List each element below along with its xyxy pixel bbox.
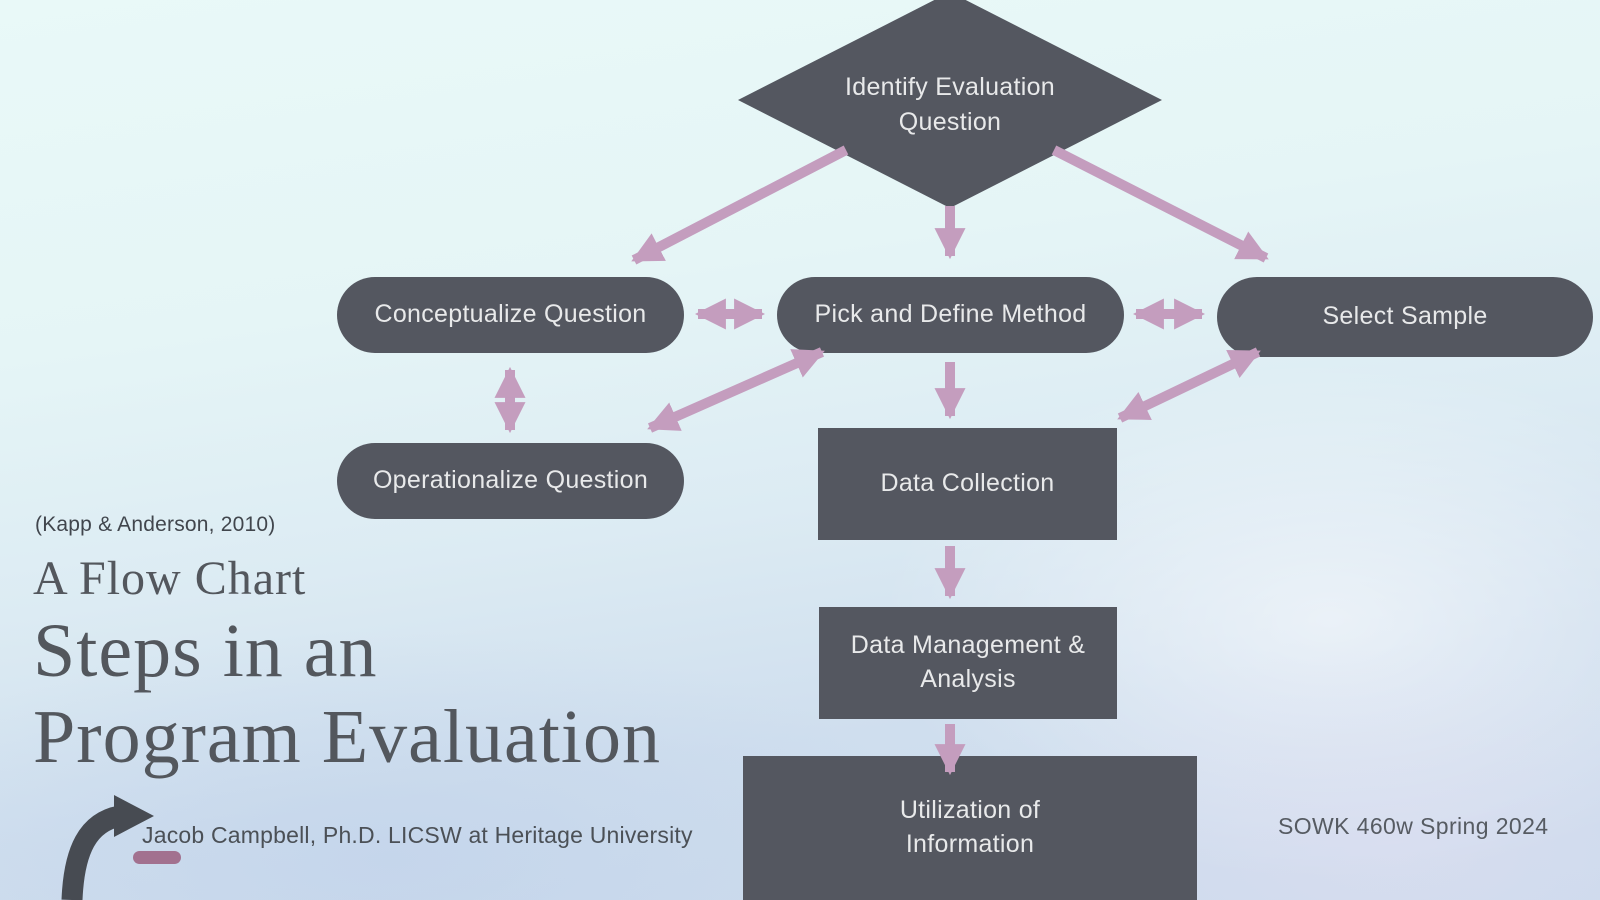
flowchart-node-data-management-analysis: Data Management & Analysis [819,607,1117,719]
slide-subtitle: A Flow Chart [33,552,307,605]
node-label-line2: Information [905,830,1035,858]
node-label: Utilization of Information [900,794,1040,862]
node-label: Select Sample [1322,302,1488,331]
flowchart-node-utilization-of-information: Utilization of Information [743,756,1197,900]
node-label-line2: Question [898,108,1002,136]
edge-identify-to-select [1051,145,1269,263]
curved-arrow-icon [61,795,154,900]
edge-identify-to-conceptualize [631,145,849,265]
node-label-line1: Utilization of [899,796,1041,825]
flowchart-node-data-collection: Data Collection [818,428,1117,540]
node-label: Operationalize Question [372,466,649,495]
flowchart-node-operationalize-question: Operationalize Question [337,443,684,519]
node-label: Data Management & Analysis [851,629,1085,697]
node-label: Conceptualize Question [374,300,647,329]
flowchart-node-conceptualize-question: Conceptualize Question [337,277,684,353]
author-text: Jacob Campbell, Ph.D. LICSW at Heritage … [142,822,693,848]
node-label: Identify Evaluation Question [800,70,1100,140]
node-label-line2: Analysis [920,665,1016,693]
slide-title-line2: Program Evaluation [33,695,661,779]
flowchart-node-pick-and-define-method: Pick and Define Method [777,277,1124,353]
node-label-line1: Data Management & [850,631,1086,660]
flowchart-node-select-sample: Select Sample [1217,277,1593,357]
edge-select-data-collection-bidirectional [1117,347,1261,423]
accent-dash [133,851,181,864]
slide-title-line1: Steps in an [33,609,378,693]
course-text: SOWK 460w Spring 2024 [1278,813,1549,839]
node-label: Pick and Define Method [814,300,1087,329]
edge-operationalize-pick-bidirectional [647,347,825,433]
citation-text: (Kapp & Anderson, 2010) [35,513,276,536]
node-label-line1: Identify Evaluation [845,73,1055,101]
node-label: Data Collection [880,469,1055,498]
